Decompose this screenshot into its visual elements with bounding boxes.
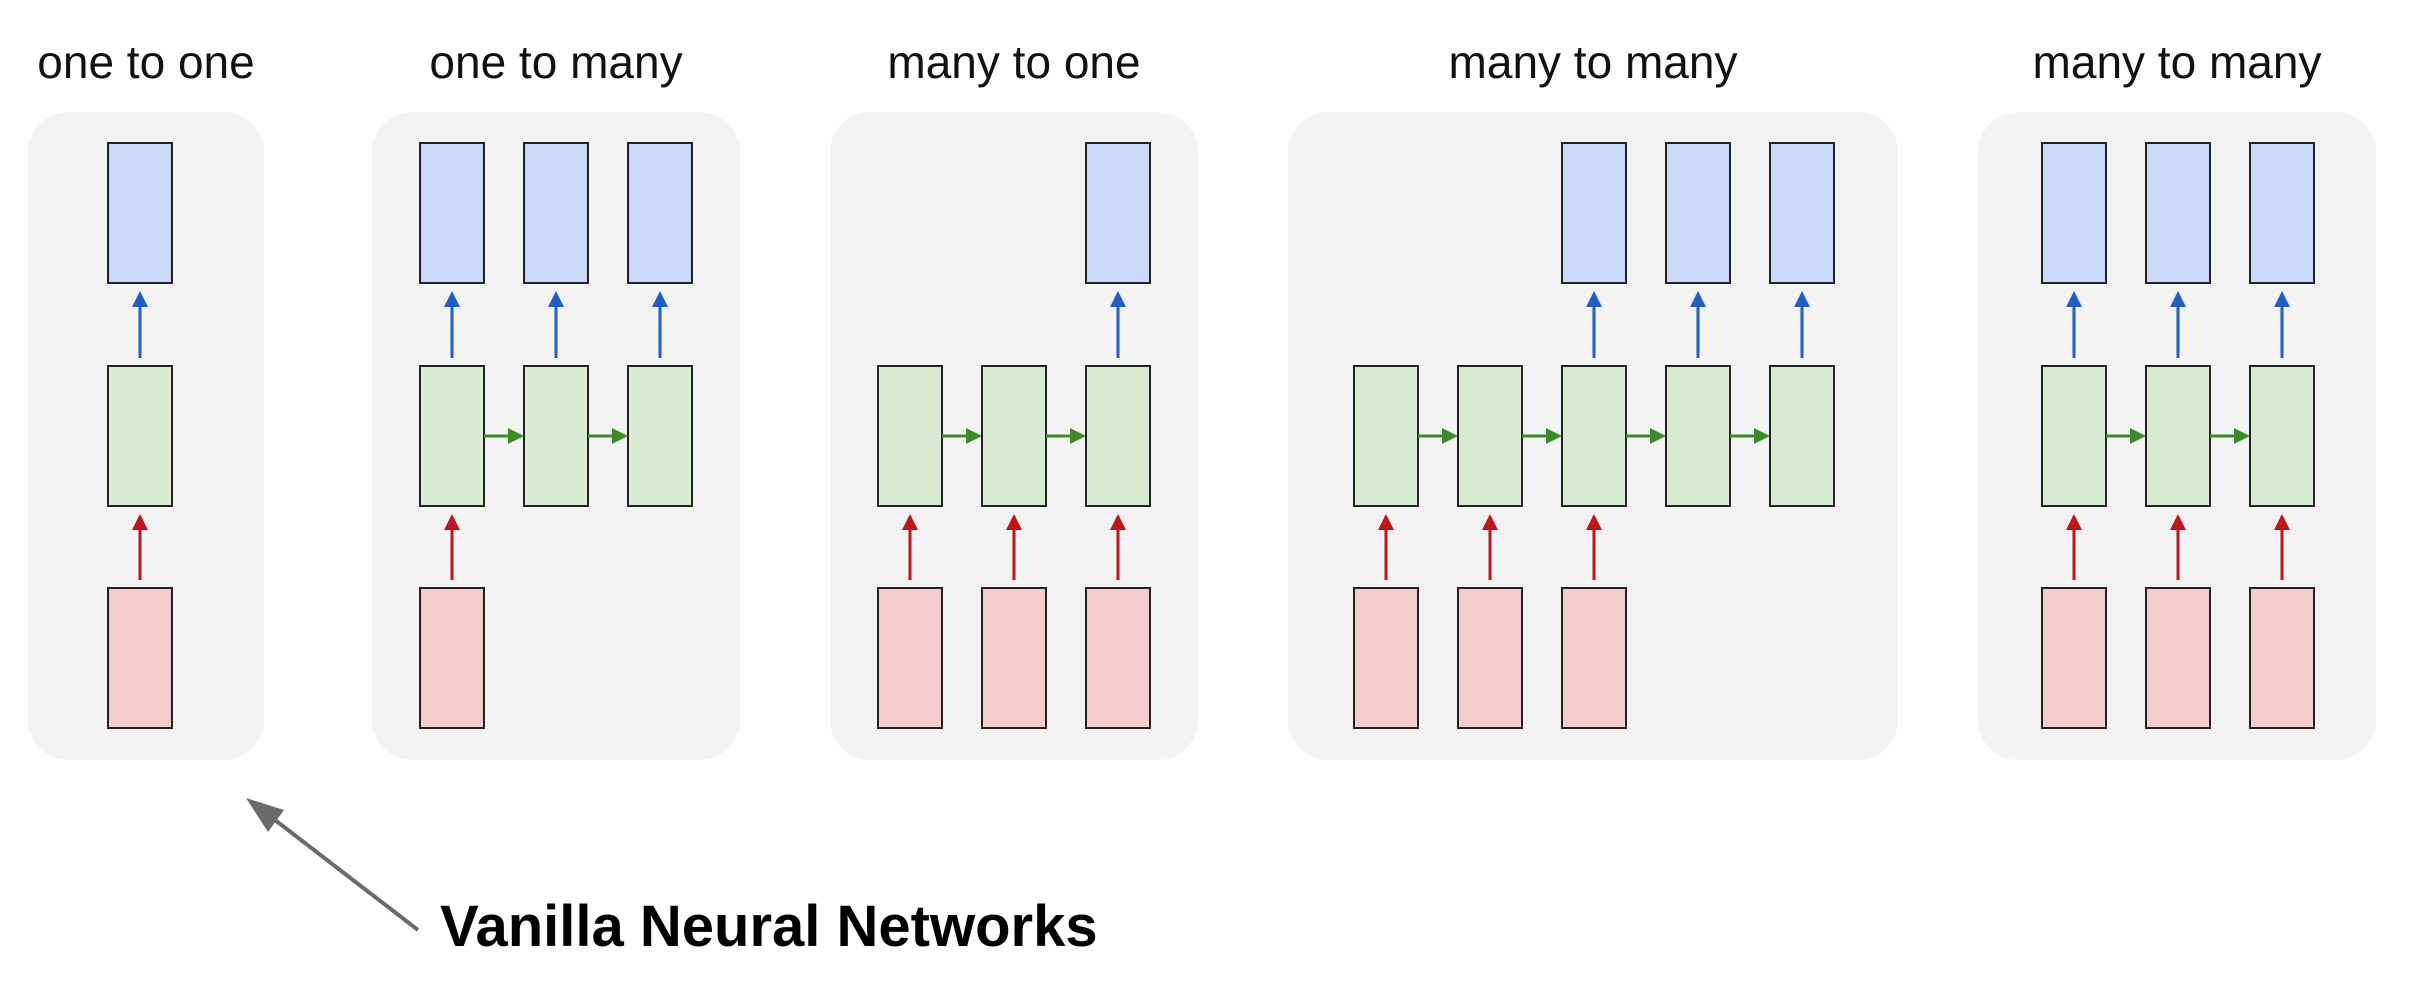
output-box (1085, 142, 1151, 284)
input-arrow (1006, 514, 1022, 580)
annotation-arrow-line (260, 808, 420, 932)
output-box (523, 142, 589, 284)
input-arrow (444, 514, 460, 580)
output-arrow (2066, 291, 2082, 358)
recurrent-arrow (2210, 428, 2250, 444)
recurrent-arrow (1522, 428, 1562, 444)
input-arrow (2170, 514, 2186, 580)
hidden-state-box (2249, 365, 2315, 507)
input-arrow (902, 514, 918, 580)
panel-title: many to one (887, 36, 1140, 88)
input-box (2249, 587, 2315, 729)
output-box (1561, 142, 1627, 284)
annotation-label: Vanilla Neural Networks (440, 894, 1098, 959)
recurrent-arrow (1626, 428, 1666, 444)
output-arrow (1110, 291, 1126, 358)
hidden-state-box (981, 365, 1047, 507)
output-box (1665, 142, 1731, 284)
panel-1: one to one (28, 36, 264, 760)
panel-title: one to many (429, 36, 682, 88)
hidden-state-box (107, 365, 173, 507)
input-arrow (132, 514, 148, 580)
panel-5: many to many (1978, 36, 2376, 760)
panel-title: many to many (2033, 36, 2322, 88)
output-arrow (1586, 291, 1602, 358)
input-box (1353, 587, 1419, 729)
output-arrow (548, 291, 564, 358)
panel-2: one to many (372, 36, 740, 760)
panel-3: many to one (830, 36, 1198, 760)
output-arrow (2170, 291, 2186, 358)
recurrent-arrow (1730, 428, 1770, 444)
output-arrow (2274, 291, 2290, 358)
recurrent-arrow (942, 428, 982, 444)
annotation-arrow-head (246, 798, 284, 832)
input-box (1457, 587, 1523, 729)
hidden-state-box (2041, 365, 2107, 507)
hidden-state-box (2145, 365, 2211, 507)
output-arrow (652, 291, 668, 358)
input-arrow (2274, 514, 2290, 580)
hidden-state-box (877, 365, 943, 507)
input-box (877, 587, 943, 729)
output-box (107, 142, 173, 284)
output-arrow (132, 291, 148, 358)
output-box (419, 142, 485, 284)
input-arrow (2066, 514, 2082, 580)
input-box (419, 587, 485, 729)
output-arrow (1690, 291, 1706, 358)
input-box (1085, 587, 1151, 729)
panel-4: many to many (1288, 36, 1898, 760)
hidden-state-box (1665, 365, 1731, 507)
recurrent-arrow (1046, 428, 1086, 444)
output-arrow (1794, 291, 1810, 358)
input-arrow (1482, 514, 1498, 580)
hidden-state-box (627, 365, 693, 507)
input-arrow (1378, 514, 1394, 580)
input-box (2041, 587, 2107, 729)
output-box (627, 142, 693, 284)
panels-layer: one to one one to many many to one many to … (28, 36, 2376, 760)
hidden-state-box (1353, 365, 1419, 507)
output-arrow (444, 291, 460, 358)
output-box (2249, 142, 2315, 284)
input-arrow (1110, 514, 1126, 580)
hidden-state-box (1769, 365, 1835, 507)
recurrent-arrow (1418, 428, 1458, 444)
hidden-state-box (1085, 365, 1151, 507)
hidden-state-box (1457, 365, 1523, 507)
recurrent-arrow (484, 428, 524, 444)
hidden-state-box (1561, 365, 1627, 507)
panel-title: many to many (1449, 36, 1738, 88)
input-box (2145, 587, 2211, 729)
annotation: Vanilla Neural Networks (246, 798, 1098, 959)
input-box (1561, 587, 1627, 729)
panel-title: one to one (37, 36, 254, 88)
input-arrow (1586, 514, 1602, 580)
hidden-state-box (419, 365, 485, 507)
recurrent-arrow (2106, 428, 2146, 444)
output-box (1769, 142, 1835, 284)
input-box (981, 587, 1047, 729)
output-box (2041, 142, 2107, 284)
hidden-state-box (523, 365, 589, 507)
input-box (107, 587, 173, 729)
recurrent-arrow (588, 428, 628, 444)
output-box (2145, 142, 2211, 284)
